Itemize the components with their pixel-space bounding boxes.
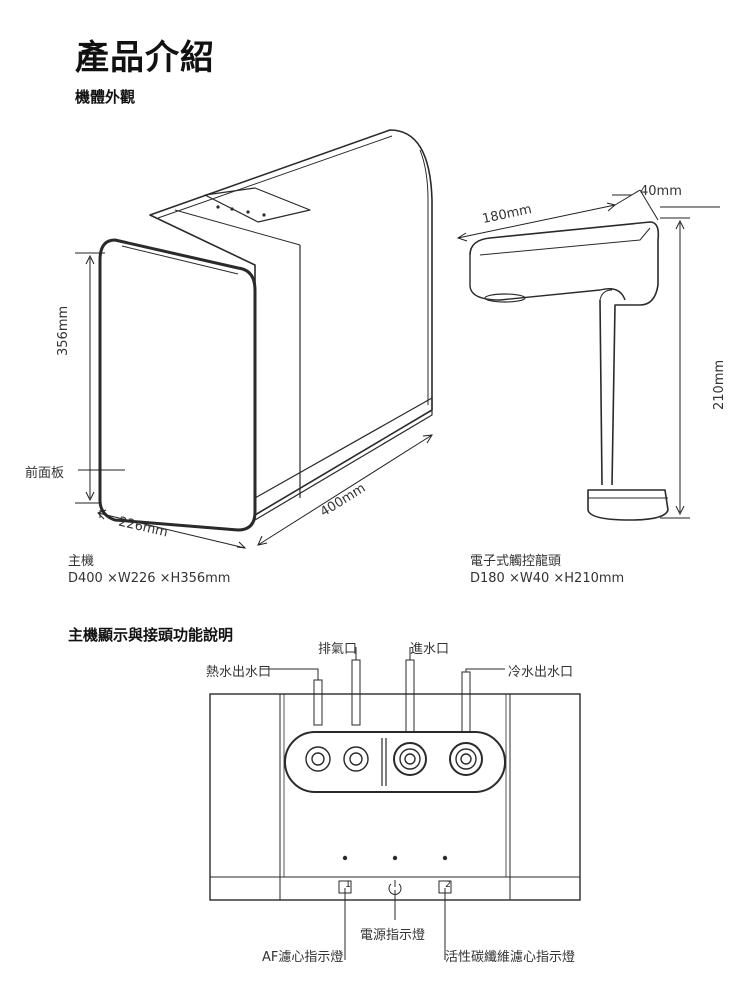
hot-outlet-label: 熱水出水口 bbox=[206, 665, 272, 680]
main-unit-dims: D400 ×W226 ×H356mm bbox=[68, 571, 231, 586]
af-icon-number: 1 bbox=[345, 880, 351, 890]
main-unit-name: 主機 bbox=[68, 554, 95, 569]
main-unit-caption: 主機 D400 ×W226 ×H356mm bbox=[68, 553, 230, 587]
front-view-outline bbox=[209, 693, 581, 901]
faucet-body bbox=[469, 221, 660, 486]
section-title-ports: 主機顯示與接頭功能說明 bbox=[68, 626, 234, 644]
main-unit-body bbox=[149, 129, 433, 516]
port-plate bbox=[284, 731, 506, 793]
carbon-icon-number: 2 bbox=[445, 880, 451, 890]
af-filter-indicator-label: AF濾心指示燈 bbox=[262, 950, 344, 965]
carbon-filter-icon bbox=[438, 880, 452, 894]
exhaust-port-label: 排氣口 bbox=[318, 642, 358, 657]
front-panel bbox=[98, 238, 257, 532]
page-title: 產品介紹 bbox=[75, 38, 215, 78]
af-filter-icon bbox=[338, 880, 352, 894]
faucet-caption: 電子式觸控龍頭 D180 ×W40 ×H210mm bbox=[470, 553, 624, 587]
power-indicator-label: 電源指示燈 bbox=[360, 928, 426, 943]
faucet-height-label: 210mm bbox=[712, 359, 727, 410]
front-panel-label: 前面板 bbox=[25, 466, 65, 481]
inlet-port-label: 進水口 bbox=[410, 642, 450, 657]
carbon-filter-indicator-label: 活性碳纖維濾心指示燈 bbox=[445, 950, 576, 965]
section-title-appearance: 機體外觀 bbox=[75, 88, 136, 106]
main-height-label: 356mm bbox=[56, 305, 71, 356]
power-icon bbox=[388, 883, 402, 895]
cold-outlet-label: 冷水出水口 bbox=[508, 665, 574, 680]
faucet-name: 電子式觸控龍頭 bbox=[470, 554, 562, 569]
faucet-dims: D180 ×W40 ×H210mm bbox=[470, 571, 625, 586]
faucet-width-label: 40mm bbox=[640, 184, 682, 199]
